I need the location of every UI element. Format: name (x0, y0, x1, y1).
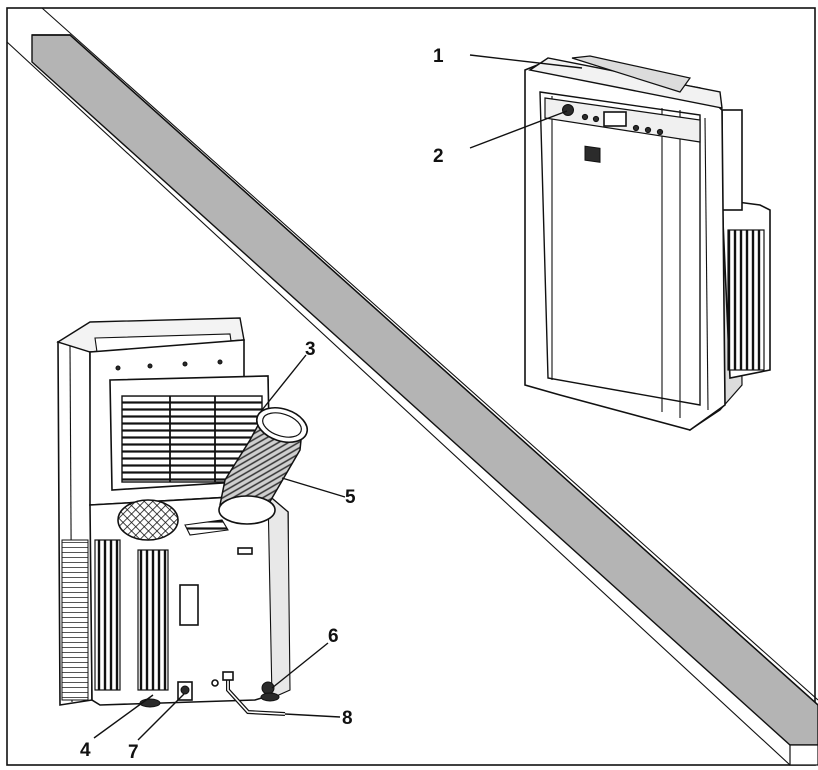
callout-1: 1 (433, 46, 444, 67)
room-walls (6, 7, 818, 766)
front-unit (524, 55, 771, 432)
callout-8: 8 (342, 708, 353, 729)
callout-4: 4 (80, 740, 91, 761)
callout-3: 3 (305, 339, 316, 360)
callout-7: 7 (128, 742, 139, 763)
callout-2: 2 (433, 146, 444, 167)
callout-5: 5 (345, 487, 356, 508)
rear-unit (56, 317, 309, 716)
leader-lines (93, 54, 583, 741)
callout-6: 6 (328, 626, 339, 647)
callout-labels: 1 2 3 4 5 6 7 8 (80, 46, 444, 763)
